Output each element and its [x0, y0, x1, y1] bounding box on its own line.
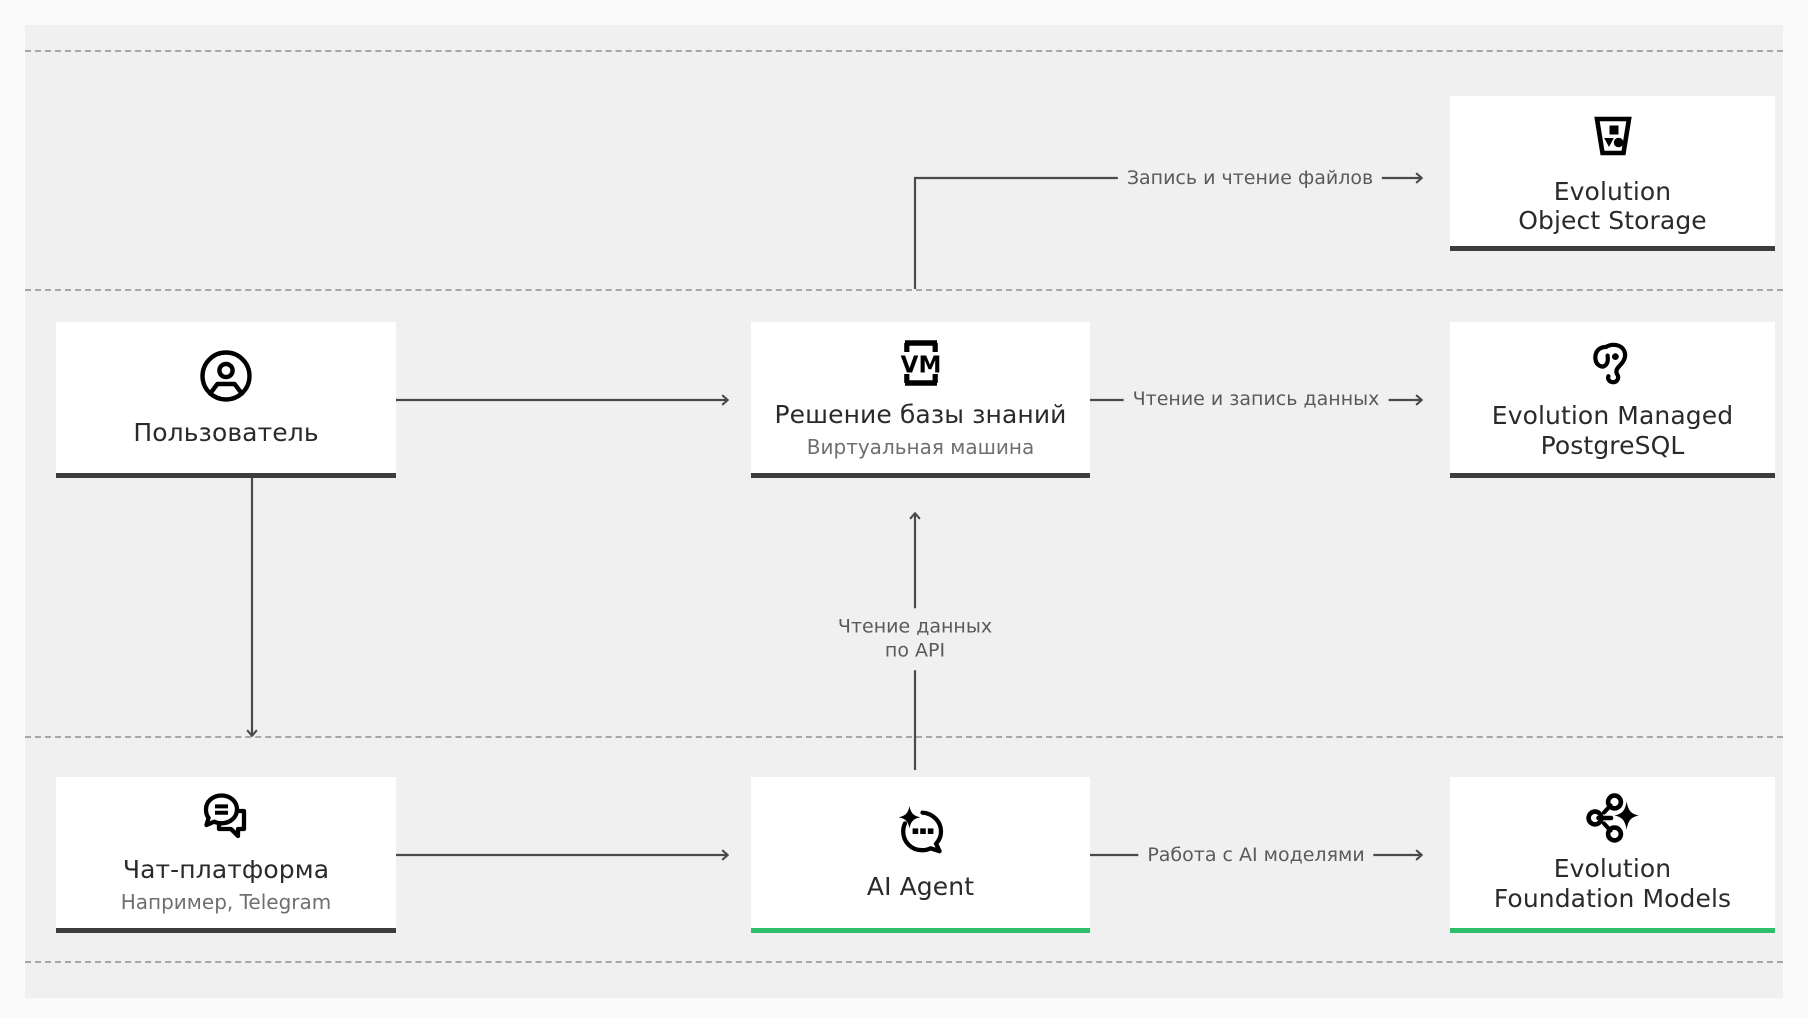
ai-sparkle-chat-icon — [892, 804, 950, 858]
vm-icon: VM — [892, 336, 950, 390]
card-title: Evolution Managed PostgreSQL — [1491, 401, 1734, 460]
connector-vm-to-object-storage — [913, 172, 1423, 289]
card-user[interactable]: Пользователь — [56, 322, 396, 478]
card-object-storage[interactable]: Evolution Object Storage — [1450, 96, 1775, 251]
card-chat-platform[interactable]: Чат-платформа Например, Telegram — [56, 777, 396, 933]
chat-bubbles-icon — [197, 791, 255, 845]
card-subtitle: Виртуальная машина — [806, 434, 1035, 459]
card-ai-agent[interactable]: AI Agent — [751, 777, 1090, 933]
card-subtitle: Например, Telegram — [120, 889, 332, 914]
card-title: Evolution Object Storage — [1518, 176, 1707, 236]
card-postgresql[interactable]: Evolution Managed PostgreSQL — [1450, 322, 1775, 478]
card-title: Пользователь — [133, 417, 319, 447]
card-vm[interactable]: VM Решение базы знаний Виртуальная машин… — [751, 322, 1090, 478]
user-circle-icon — [198, 348, 254, 404]
band-separator-3 — [25, 736, 1783, 738]
band-separator-2 — [25, 289, 1783, 291]
card-title: Решение базы знаний — [774, 400, 1067, 430]
band-separator-4 — [25, 961, 1783, 963]
card-title: AI Agent — [866, 871, 975, 901]
card-foundation-models[interactable]: Evolution Foundation Models — [1450, 777, 1775, 933]
card-title: Evolution Foundation Models — [1493, 854, 1732, 913]
edge-label-vm-to-object-storage: Запись и чтение файлов — [1117, 167, 1383, 191]
svg-text:VM: VM — [900, 353, 941, 379]
edge-label-ai-agent-to-foundation-models: Работа с AI моделями — [1138, 844, 1374, 868]
model-nodes-sparkle-icon — [1584, 792, 1642, 844]
edge-label-ai-agent-to-vm: Чтение данных по API — [825, 608, 1005, 670]
card-title: Чат-платформа — [122, 855, 330, 885]
bucket-icon — [1585, 107, 1641, 163]
elephant-icon — [1586, 335, 1640, 391]
band-separator-1 — [25, 50, 1783, 52]
edge-label-vm-to-postgresql: Чтение и запись данных — [1123, 388, 1389, 412]
